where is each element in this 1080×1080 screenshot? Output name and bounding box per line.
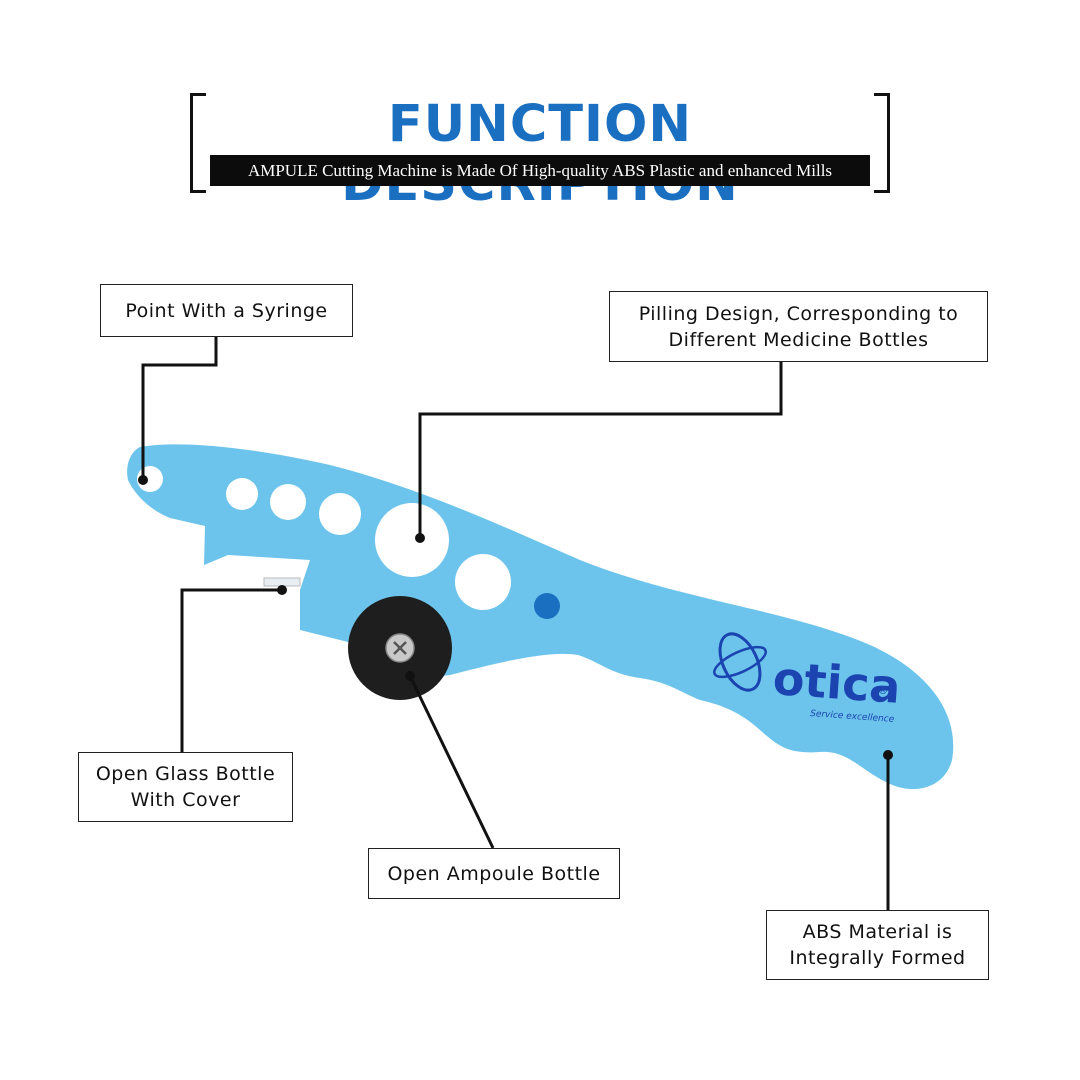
- connector-syringe: [141, 337, 218, 480]
- callout-ampoule-text: Open Ampoule Bottle: [387, 862, 601, 885]
- connector-glass: [180, 588, 282, 752]
- callout-glass: Open Glass Bottle With Cover: [78, 752, 293, 822]
- brand-name: otica: [771, 651, 902, 714]
- hole-6: [534, 593, 560, 619]
- hole-3: [319, 493, 361, 535]
- dot-syringe: [138, 475, 148, 485]
- hole-2: [270, 484, 306, 520]
- callout-pilling: Pilling Design, Corresponding to Differe…: [609, 291, 988, 362]
- connector-ampoule: [408, 675, 495, 849]
- left-bracket: [190, 93, 206, 193]
- callout-ampoule: Open Ampoule Bottle: [368, 848, 620, 899]
- connector-pilling: [418, 362, 783, 538]
- callout-glass-text: Open Glass Bottle With Cover: [95, 763, 276, 811]
- dot-ampoule: [405, 671, 415, 681]
- glass-cover-pin: [263, 577, 301, 587]
- hole-4: [375, 503, 449, 577]
- right-bracket: [874, 93, 890, 193]
- connector-dots: [138, 475, 893, 760]
- hole-1: [226, 478, 258, 510]
- screw-cross-icon: [393, 641, 407, 655]
- callout-abs-text: ABS Material is Integrally Formed: [789, 921, 966, 969]
- connector-lines: [141, 337, 890, 910]
- brand-mark: ®: [878, 686, 888, 697]
- hole-5: [455, 554, 511, 610]
- dot-pilling: [415, 533, 425, 543]
- dot-glass: [277, 585, 287, 595]
- callout-syringe: Point With a Syringe: [100, 284, 353, 337]
- callout-pilling-text: Pilling Design, Corresponding to Differe…: [638, 302, 959, 351]
- callout-syringe-text: Point With a Syringe: [125, 299, 328, 322]
- page-subtitle: AMPULE Cutting Machine is Made Of High-q…: [210, 155, 870, 186]
- dot-abs: [883, 750, 893, 760]
- callout-abs: ABS Material is Integrally Formed: [766, 910, 989, 980]
